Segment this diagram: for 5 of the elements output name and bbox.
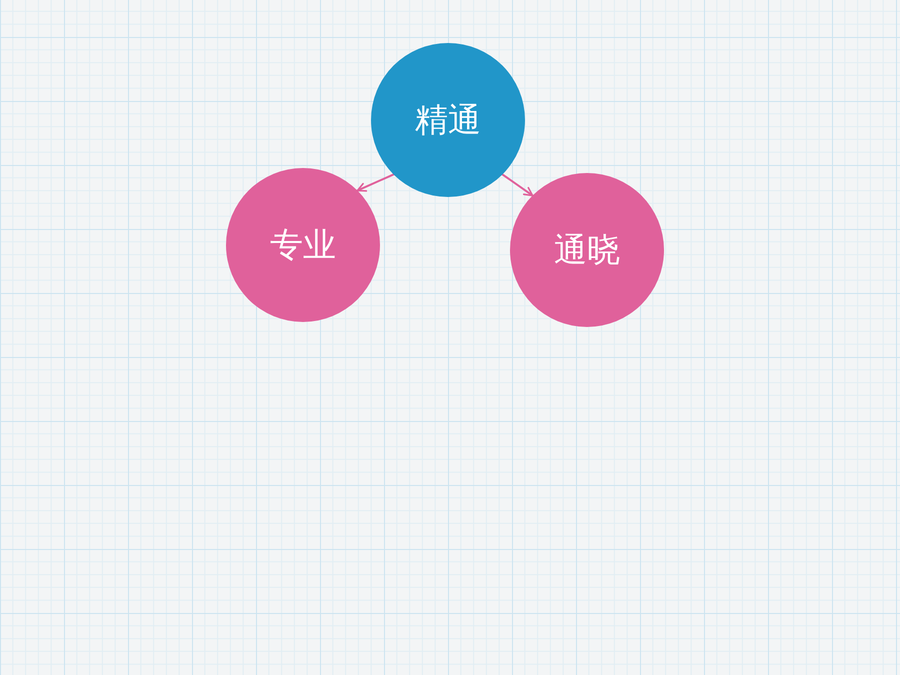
arrow [356, 173, 395, 192]
arrow [501, 173, 534, 197]
node-label: 精通 [415, 102, 481, 138]
node-label: 通晓 [554, 232, 620, 268]
node-label: 专业 [270, 226, 336, 264]
